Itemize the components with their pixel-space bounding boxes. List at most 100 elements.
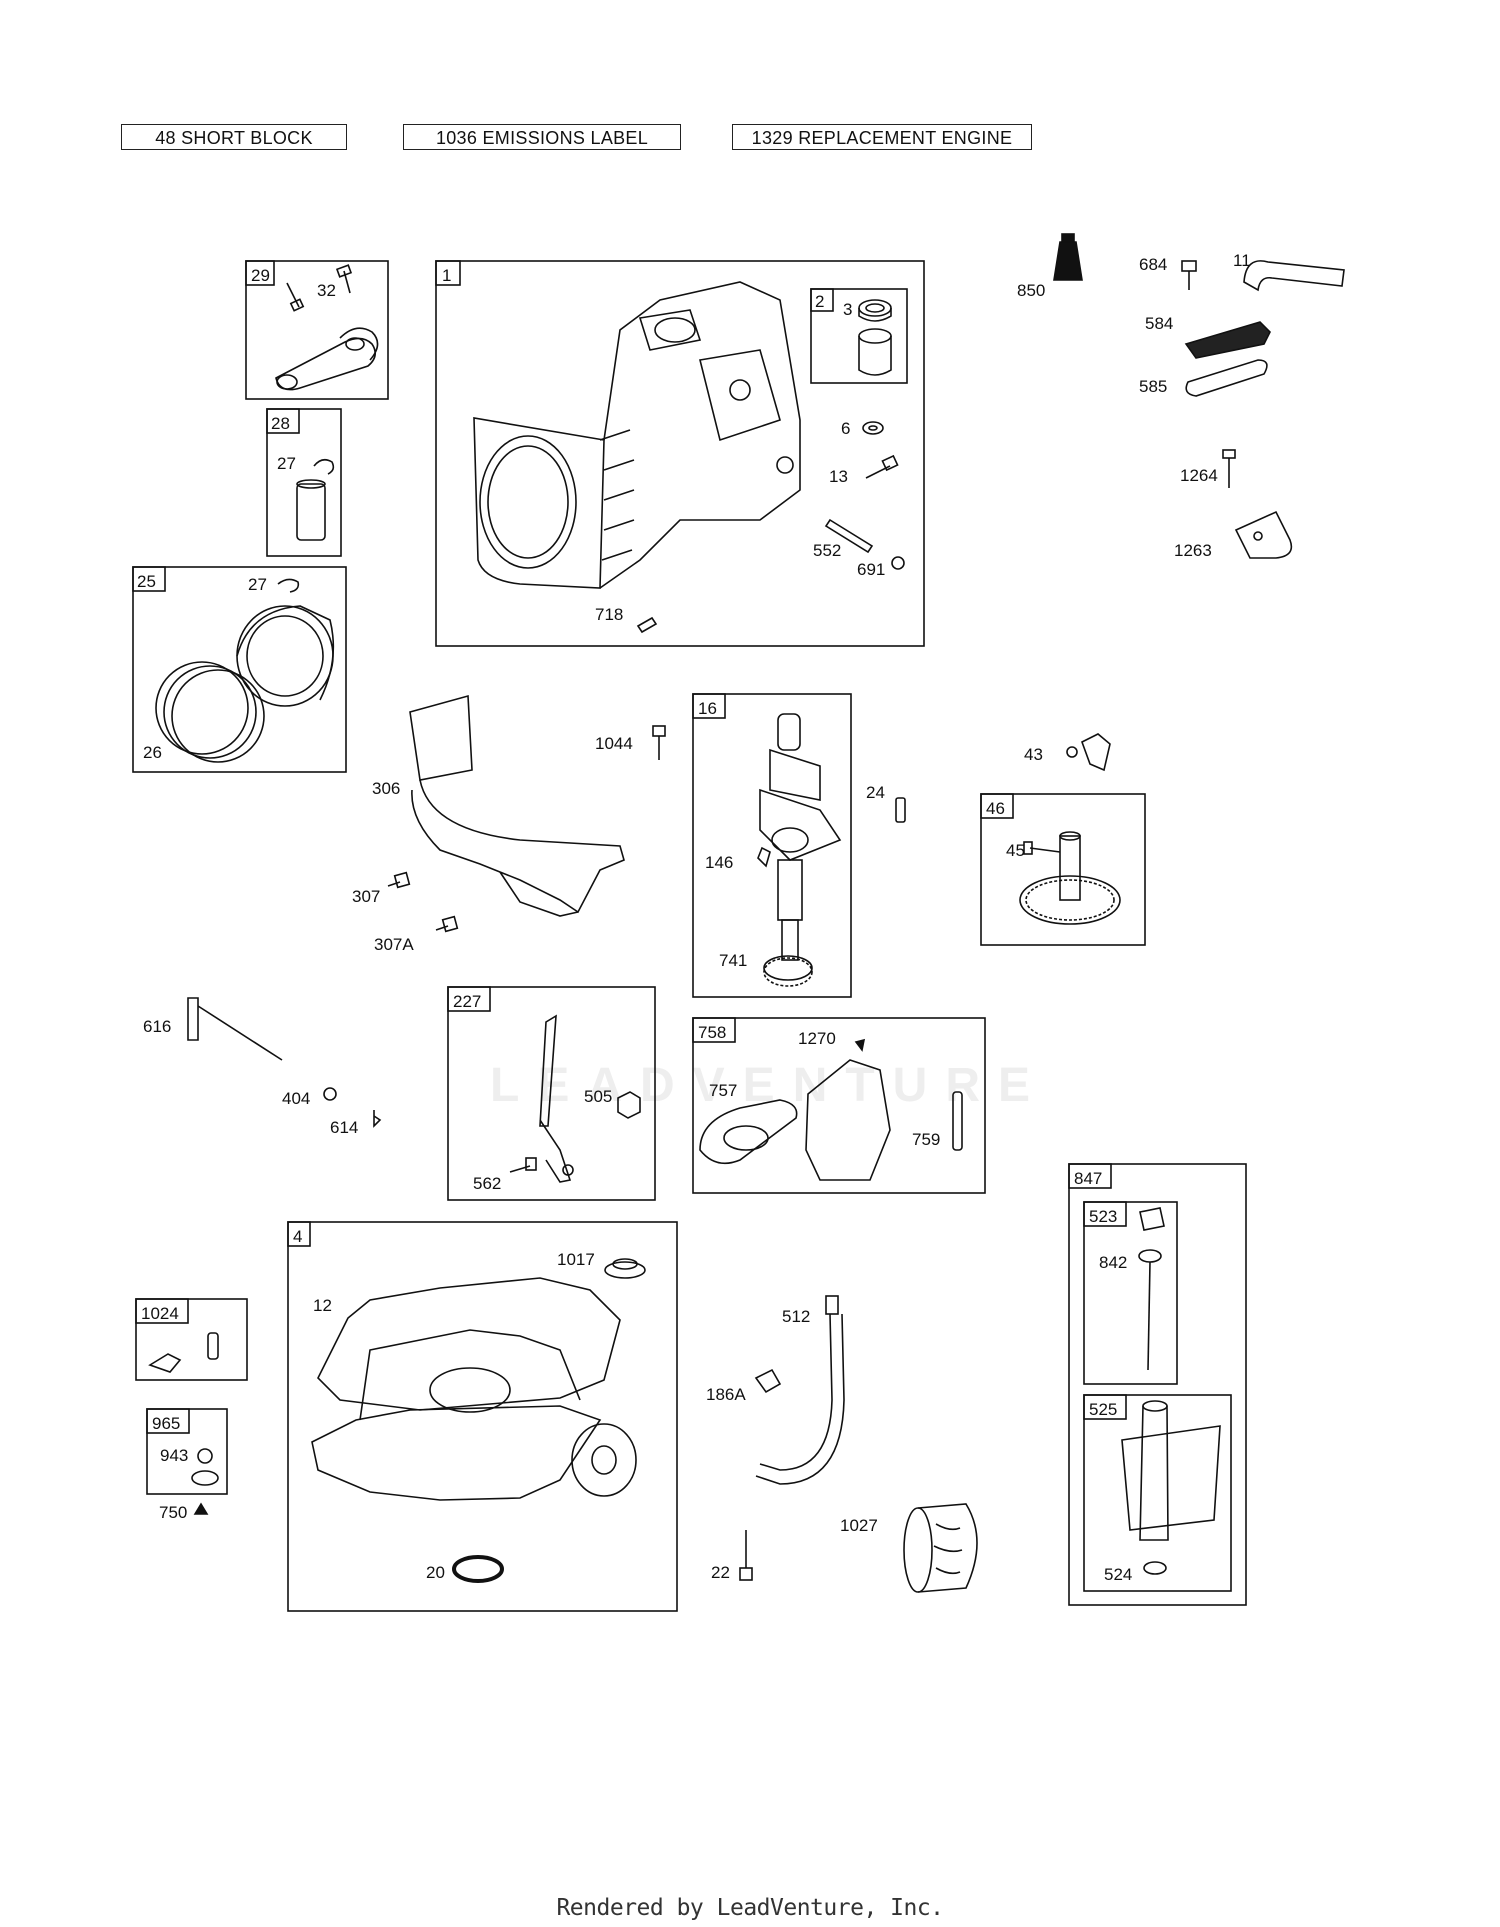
kit-box-847[interactable]: 847 <box>1068 1163 1247 1606</box>
kit-label-25: 25 <box>137 572 156 591</box>
plate-1263-drawing[interactable] <box>1234 510 1293 559</box>
replacement-engine-box[interactable]: 1329 REPLACEMENT ENGINE <box>732 124 1032 150</box>
bolt-307a-drawing[interactable] <box>435 915 459 933</box>
kit-box-25[interactable]: 25 <box>132 566 347 773</box>
watermark: LEADVENTURE <box>490 1059 1049 1112</box>
callout-6: 6 <box>841 419 850 438</box>
kit-box-29[interactable]: 29 <box>245 260 389 400</box>
kit-box-525[interactable]: 525 <box>1083 1394 1232 1592</box>
callout-11: 11 <box>1233 251 1251 270</box>
kit-label-1024: 1024 <box>141 1304 179 1323</box>
callout-614: 614 <box>330 1118 358 1137</box>
governor-drawing[interactable] <box>1066 733 1111 772</box>
piston-drawing[interactable] <box>155 578 335 763</box>
air-guide-drawing[interactable] <box>409 694 625 917</box>
short-block-label: 48 SHORT BLOCK <box>155 128 313 148</box>
connecting-rod-drawing[interactable] <box>275 264 379 391</box>
wrist-pin-drawing[interactable] <box>296 458 335 541</box>
nut-691-drawing[interactable] <box>891 556 905 570</box>
callout-404: 404 <box>282 1089 310 1108</box>
kit-box-2[interactable]: 2 <box>810 288 908 384</box>
kit-box-523[interactable]: 523 <box>1083 1201 1178 1385</box>
kit-1024-parts-drawing[interactable] <box>148 1332 219 1373</box>
kit-box-46[interactable]: 46 <box>980 793 1146 946</box>
breather-tube-drawing[interactable] <box>1243 260 1345 292</box>
breather-assembly-drawing[interactable] <box>699 1038 963 1181</box>
callout-552: 552 <box>813 541 841 560</box>
callout-584: 584 <box>1145 314 1173 333</box>
bolt-1264-drawing[interactable] <box>1222 449 1236 488</box>
callout-13: 13 <box>829 467 848 486</box>
callout-1263: 1263 <box>1174 541 1212 560</box>
callout-718: 718 <box>595 605 623 624</box>
pin-552-drawing[interactable] <box>824 518 874 554</box>
pin-614-drawing[interactable] <box>373 1110 382 1128</box>
kit-label-847: 847 <box>1074 1169 1102 1188</box>
callout-22: 22 <box>711 1563 730 1582</box>
kit-label-525: 525 <box>1089 1400 1117 1419</box>
footer-credit: Rendered by LeadVenture, Inc. <box>556 1895 944 1921</box>
callout-524: 524 <box>1104 1565 1132 1584</box>
dipstick-tube-drawing[interactable] <box>1121 1400 1221 1575</box>
callout-741: 741 <box>719 951 747 970</box>
kit-box-1[interactable]: 1 <box>435 260 925 647</box>
callout-27-b: 27 <box>248 575 267 594</box>
callout-26: 26 <box>143 743 162 762</box>
bolt-1044-drawing[interactable] <box>652 725 666 760</box>
bolt-307-drawing[interactable] <box>387 871 411 889</box>
crankshaft-drawing[interactable] <box>757 713 842 961</box>
oil-drain-tube-drawing[interactable] <box>755 1295 845 1485</box>
kit-label-1: 1 <box>442 266 451 285</box>
callout-43: 43 <box>1024 745 1043 764</box>
kit-label-29: 29 <box>251 266 270 285</box>
bolt-13-drawing[interactable] <box>865 454 899 479</box>
governor-lever-drawing[interactable] <box>509 1014 641 1183</box>
kit-box-16[interactable]: 16 <box>692 693 852 998</box>
fitting-186a-drawing[interactable] <box>754 1368 782 1394</box>
dowel-718-drawing[interactable] <box>636 616 658 634</box>
kit-label-28: 28 <box>271 414 290 433</box>
callout-842: 842 <box>1099 1253 1127 1272</box>
bushing-drawing[interactable] <box>858 299 892 376</box>
crank-gear-drawing[interactable] <box>763 955 813 987</box>
kit-box-758[interactable]: 758 <box>692 1017 986 1194</box>
breather-cover-drawing[interactable] <box>1184 321 1271 359</box>
oil-filter-drawing[interactable] <box>903 1503 978 1593</box>
washer-drawing[interactable] <box>862 421 884 435</box>
kit-label-2: 2 <box>815 292 824 311</box>
emissions-label-box[interactable]: 1036 EMISSIONS LABEL <box>403 124 681 150</box>
kit-box-1024[interactable]: 1024 <box>135 1298 248 1381</box>
kit-965-parts-drawing[interactable] <box>191 1448 219 1515</box>
sump-drawing[interactable] <box>311 1277 637 1501</box>
callout-512: 512 <box>782 1307 810 1326</box>
kit-box-227[interactable]: 227 <box>447 986 656 1201</box>
callout-691: 691 <box>857 560 885 579</box>
callout-1027: 1027 <box>840 1516 878 1535</box>
bolt-22-drawing[interactable] <box>739 1530 753 1581</box>
nut-404-drawing[interactable] <box>323 1087 337 1101</box>
dipstick-drawing[interactable] <box>1138 1207 1165 1371</box>
oil-seal-drawing[interactable] <box>604 1258 646 1279</box>
callout-750: 750 <box>159 1503 187 1522</box>
callout-1044: 1044 <box>595 734 633 753</box>
sealant-tube-drawing[interactable] <box>1053 233 1083 281</box>
cam-gear-drawing[interactable] <box>1019 831 1121 925</box>
short-block-box[interactable]: 48 SHORT BLOCK <box>121 124 347 150</box>
callout-20: 20 <box>426 1563 445 1582</box>
kit-box-28[interactable]: 28 <box>266 408 342 557</box>
callout-684: 684 <box>1139 255 1167 274</box>
callout-562: 562 <box>473 1174 501 1193</box>
callout-505: 505 <box>584 1087 612 1106</box>
kit-box-965[interactable]: 965 <box>146 1408 228 1495</box>
kit-box-4[interactable]: 4 <box>287 1221 678 1612</box>
pin-24-drawing[interactable] <box>895 797 906 823</box>
screw-684-drawing[interactable] <box>1181 260 1197 290</box>
callout-3: 3 <box>843 300 852 319</box>
rod-616-drawing[interactable] <box>187 997 283 1061</box>
callout-759: 759 <box>912 1130 940 1149</box>
cylinder-block-drawing[interactable] <box>473 281 801 589</box>
breather-gasket-drawing[interactable] <box>1185 359 1268 397</box>
callout-186a: 186A <box>706 1385 746 1404</box>
o-ring-20-drawing[interactable] <box>452 1555 504 1583</box>
